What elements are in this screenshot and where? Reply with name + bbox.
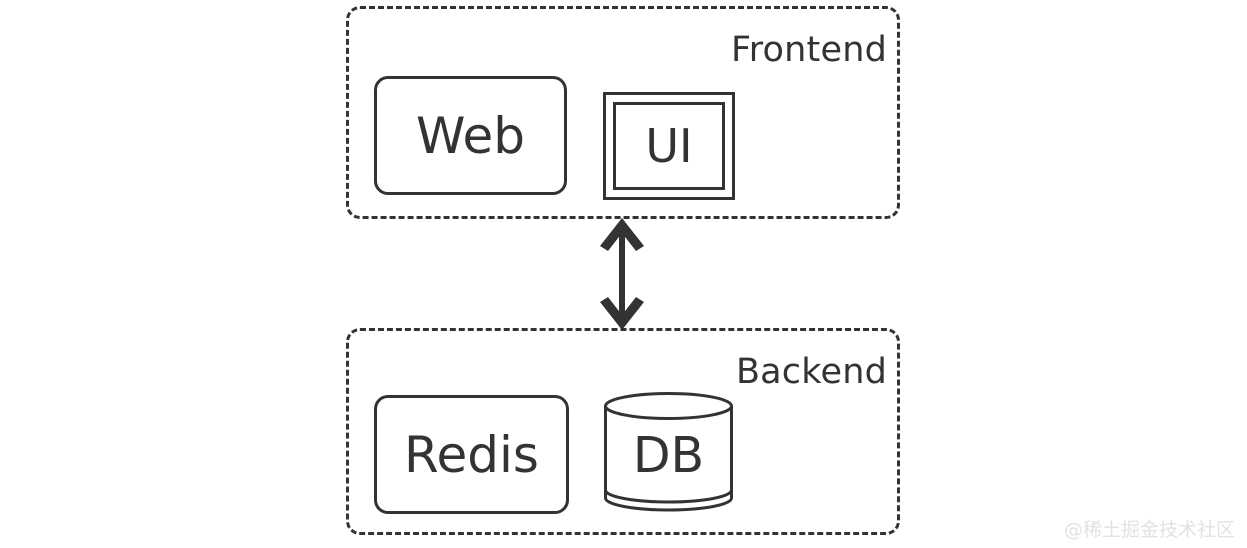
connector-frontend-backend-bidirectional-arrow[interactable]	[592, 216, 652, 332]
node-redis-label: Redis	[404, 425, 539, 484]
node-ui-inner-frame: UI	[613, 102, 725, 190]
node-db[interactable]: DB	[603, 391, 734, 513]
node-redis[interactable]: Redis	[374, 395, 569, 514]
watermark: @稀土掘金技术社区	[1063, 519, 1235, 541]
node-db-label: DB	[632, 426, 705, 484]
node-web-label: Web	[415, 106, 525, 165]
double-arrow-icon	[600, 218, 644, 330]
group-frontend[interactable]: Frontend	[346, 6, 900, 219]
group-frontend-label: Frontend	[730, 30, 887, 70]
node-ui-label: UI	[645, 119, 693, 173]
group-backend-label: Backend	[735, 352, 887, 392]
node-web[interactable]: Web	[374, 76, 567, 195]
node-ui[interactable]: UI	[603, 92, 735, 200]
database-cylinder-icon	[604, 392, 733, 512]
group-backend[interactable]: Backend	[346, 328, 900, 535]
